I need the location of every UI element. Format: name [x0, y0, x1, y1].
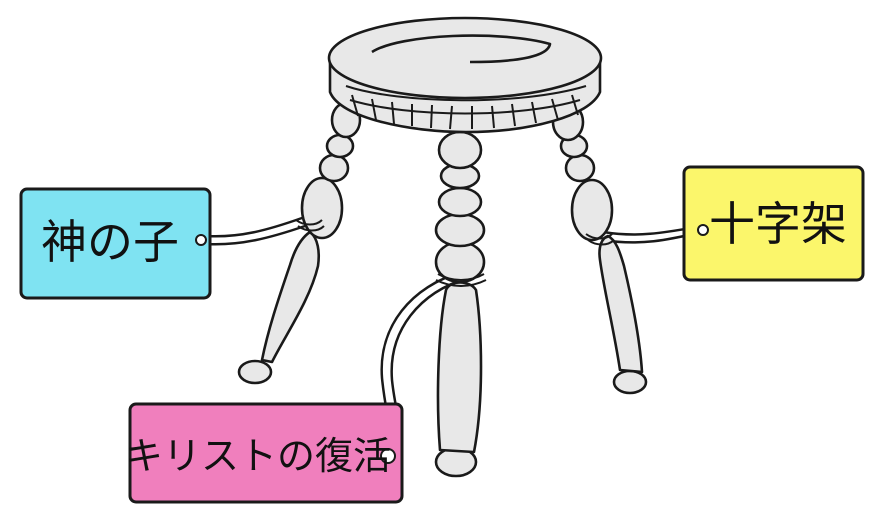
- seat-hatching: [345, 85, 587, 130]
- label-left: 神の子: [19, 187, 212, 300]
- stool-leg-right: [551, 102, 648, 395]
- label-bottom-hole: [380, 448, 396, 464]
- label-right-box: [682, 165, 865, 282]
- stool: [237, 16, 648, 478]
- label-right-hole: [697, 224, 709, 236]
- label-left-box: [19, 187, 212, 300]
- label-right-text: 十字架: [709, 197, 847, 251]
- left-string: [203, 224, 307, 246]
- label-bottom-text: キリストの復活: [125, 434, 391, 478]
- label-left-text: 神の子: [41, 215, 179, 269]
- stool-leg-center: [434, 130, 486, 478]
- leg-ties: [295, 219, 615, 287]
- label-bottom: キリストの復活: [125, 402, 404, 504]
- label-left-hole: [195, 234, 207, 246]
- left-string-2: [203, 216, 304, 238]
- stool-seat: [327, 16, 603, 134]
- stool-leg-left: [237, 101, 362, 385]
- label-bottom-box: [128, 402, 404, 504]
- label-right: 十字架: [682, 165, 865, 282]
